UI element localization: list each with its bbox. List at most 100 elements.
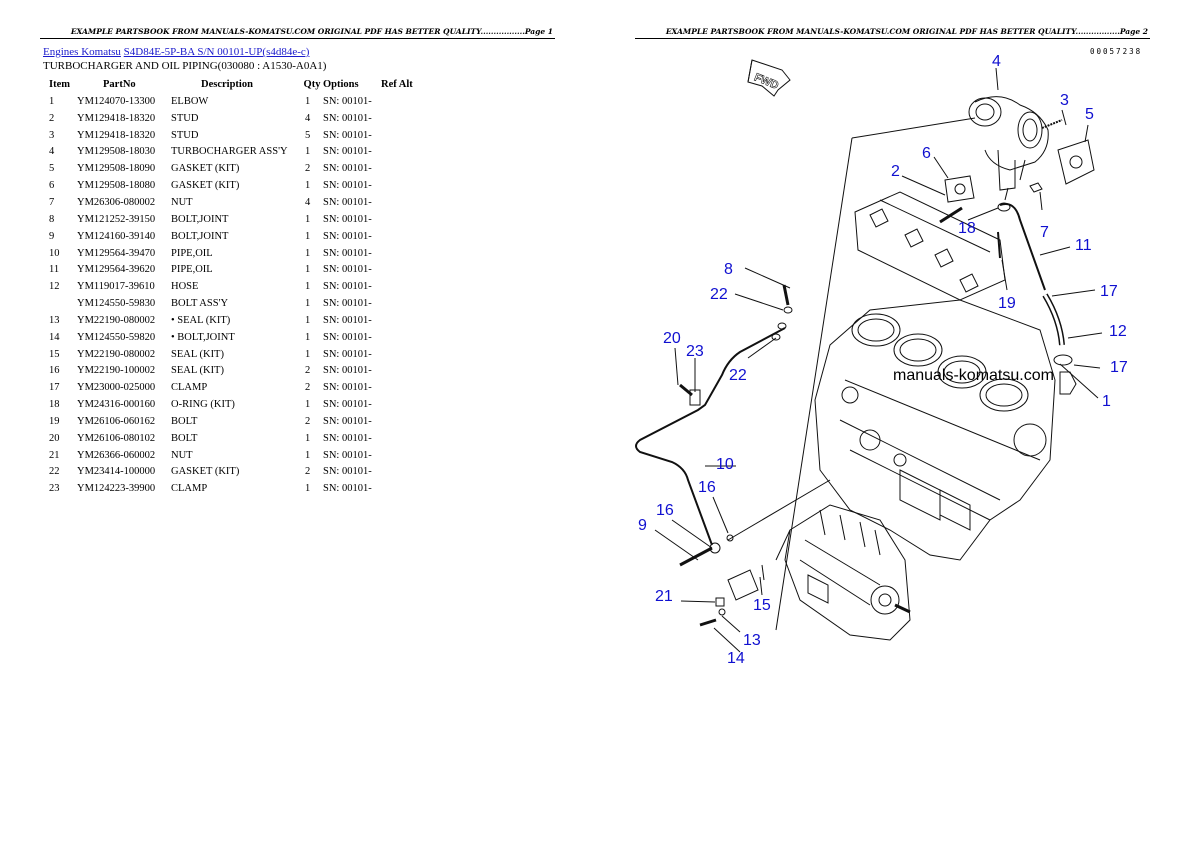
callout-17a: 17 (1100, 283, 1118, 300)
partno-cell: YM129418-18320 (77, 112, 156, 124)
item-cell: 3 (49, 129, 55, 141)
ref-alt-cell (381, 413, 431, 430)
ref-alt-cell (381, 430, 431, 447)
options-cell: SN: 00101- (323, 298, 372, 310)
ref-alt-cell (381, 396, 431, 413)
ref-alt-cell (381, 228, 431, 245)
ref-alt-cell (381, 93, 431, 110)
col-header-item: Item (49, 79, 70, 90)
item-cell: 10 (49, 247, 60, 259)
partno-cell: YM22190-080002 (77, 314, 156, 326)
partno-cell: YM124223-39900 (77, 483, 156, 495)
item-cell: 2 (49, 112, 55, 124)
qty-cell: 1 (305, 432, 311, 444)
options-cell: SN: 00101- (323, 281, 372, 293)
parts-diagram: FWD (635, 53, 1128, 667)
callout-16b: 16 (656, 502, 674, 519)
options-cell: SN: 00101- (323, 483, 372, 495)
breadcrumb-link-engines[interactable]: Engines Komatsu (43, 46, 121, 58)
ref-alt-cell (381, 379, 431, 396)
ref-alt-cell (381, 295, 431, 312)
partno-cell: YM26106-060162 (77, 415, 156, 427)
partno-cell: YM22190-080002 (77, 348, 156, 360)
options-cell: SN: 00101- (323, 314, 372, 326)
partno-cell: YM23000-025000 (77, 382, 156, 394)
item-cell: 4 (49, 146, 55, 158)
ref-alt-cell (381, 245, 431, 262)
item-cell (43, 295, 77, 312)
item-cell: 23 (49, 483, 60, 495)
callout-5: 5 (1085, 106, 1094, 123)
item-cell: 21 (49, 449, 60, 461)
description-cell: BOLT (171, 432, 198, 444)
description-cell: CLAMP (171, 382, 208, 394)
options-cell: SN: 00101- (323, 382, 372, 394)
breadcrumb-link-model[interactable]: S4D84E-5P-BA S/N 00101-UP(s4d84e-c) (123, 46, 310, 58)
description-cell: ELBOW (171, 95, 209, 107)
options-cell: SN: 00101- (323, 112, 372, 124)
qty-cell: 1 (305, 483, 311, 495)
col-header-description: Description (201, 79, 253, 90)
col-header-options: Options (323, 79, 359, 90)
qty-cell: 2 (305, 466, 311, 478)
section-title: TURBOCHARGER AND OIL PIPING(030080 : A15… (43, 60, 327, 72)
breadcrumb: Engines Komatsu S4D84E-5P-BA S/N 00101-U… (43, 46, 309, 58)
col-header-partno: PartNo (103, 79, 136, 90)
ref-alt-cell (381, 127, 431, 144)
engine-block-drawing (814, 299, 1056, 561)
callout-21: 21 (655, 588, 673, 605)
partno-cell: YM23414-100000 (77, 466, 156, 478)
callout-2: 2 (891, 163, 900, 180)
description-cell: • SEAL (KIT) (171, 314, 231, 326)
page-header-1: EXAMPLE PARTSBOOK FROM MANUALS-KOMATSU.C… (40, 27, 555, 39)
item-cell: 18 (49, 399, 60, 411)
description-cell: STUD (171, 129, 199, 141)
item-cell: 8 (49, 213, 55, 225)
partno-cell: YM129508-18080 (77, 180, 156, 192)
table-header-row: Item PartNo Description Qty Options Ref … (43, 76, 431, 93)
watermark: manuals-komatsu.com (893, 367, 1054, 384)
item-cell: 1 (49, 95, 55, 107)
parts-table: Item PartNo Description Qty Options Ref … (43, 76, 431, 497)
item-cell: 6 (49, 180, 55, 192)
callout-15: 15 (753, 597, 771, 614)
ref-alt-cell (381, 312, 431, 329)
partno-cell: YM124550-59830 (77, 298, 156, 310)
qty-cell: 1 (305, 314, 311, 326)
partno-cell: YM124550-59820 (77, 331, 156, 343)
qty-cell: 1 (305, 213, 311, 225)
qty-cell: 1 (305, 449, 311, 461)
item-cell: 15 (49, 348, 60, 360)
qty-cell: 1 (305, 230, 311, 242)
callout-1: 1 (1102, 393, 1111, 410)
options-cell: SN: 00101- (323, 331, 372, 343)
qty-cell: 1 (305, 95, 311, 107)
qty-cell: 1 (305, 281, 311, 293)
description-cell: GASKET (KIT) (171, 180, 240, 192)
callout-6: 6 (922, 145, 931, 162)
ref-alt-cell (381, 177, 431, 194)
ref-alt-cell (381, 261, 431, 278)
qty-cell: 1 (305, 399, 311, 411)
col-header-ref-alt: Ref Alt (381, 79, 413, 90)
description-cell: SEAL (KIT) (171, 348, 224, 360)
ref-alt-cell (381, 363, 431, 380)
options-cell: SN: 00101- (323, 129, 372, 141)
description-cell: BOLT ASS'Y (171, 298, 229, 310)
description-cell: O-RING (KIT) (171, 399, 235, 411)
item-cell: 20 (49, 432, 60, 444)
callout-22b: 22 (729, 367, 747, 384)
qty-cell: 2 (305, 365, 311, 377)
item-cell: 11 (49, 264, 60, 276)
options-cell: SN: 00101- (323, 95, 372, 107)
description-cell: NUT (171, 449, 193, 461)
description-cell: BOLT,JOINT (171, 213, 229, 225)
description-cell: GASKET (KIT) (171, 466, 240, 478)
